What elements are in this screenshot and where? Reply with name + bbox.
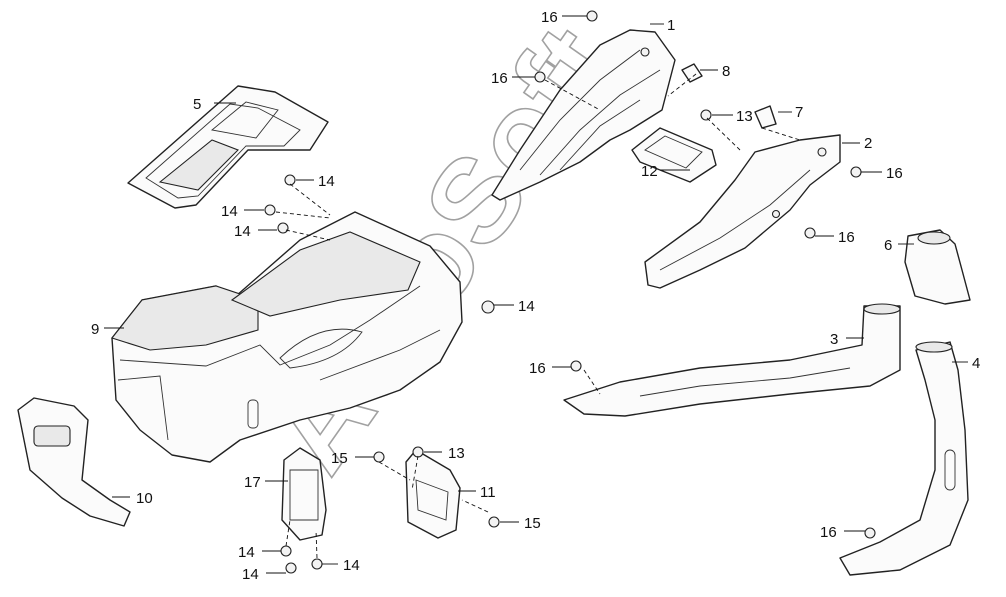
callout-16: 16 xyxy=(838,229,855,246)
callout-13: 13 xyxy=(448,445,465,462)
callout-6: 6 xyxy=(884,237,892,254)
part-17-bracket xyxy=(281,447,327,541)
part-9-console-body xyxy=(111,211,463,463)
callout-1: 1 xyxy=(667,17,675,34)
callouts: 16 1 16 8 5 7 13 2 16 12 14 14 14 16 6 1… xyxy=(91,9,980,583)
callout-9: 9 xyxy=(91,321,99,338)
callout-14: 14 xyxy=(242,566,259,583)
part-3-air-duct xyxy=(563,303,901,417)
part-2-side-panel-lower xyxy=(644,134,841,289)
callout-8: 8 xyxy=(722,63,730,80)
part-11-bracket xyxy=(405,449,461,539)
callout-16: 16 xyxy=(491,70,508,87)
part-10-end-trim xyxy=(17,397,131,527)
callout-2: 2 xyxy=(864,135,872,152)
callout-14: 14 xyxy=(238,544,255,561)
callout-14: 14 xyxy=(343,557,360,574)
callout-16: 16 xyxy=(886,165,903,182)
callout-11: 11 xyxy=(480,484,496,501)
callout-16: 16 xyxy=(541,9,558,26)
callout-12: 12 xyxy=(641,163,658,180)
callout-10: 10 xyxy=(136,490,153,507)
part-7-clip xyxy=(754,105,777,129)
callout-13: 13 xyxy=(736,108,753,125)
part-5-shifter-bezel xyxy=(127,85,329,209)
callout-14: 14 xyxy=(318,173,335,190)
callout-5: 5 xyxy=(193,96,201,113)
part-8-clip xyxy=(681,63,703,83)
callout-15: 15 xyxy=(331,450,348,467)
callout-16: 16 xyxy=(529,360,546,377)
part-6-air-duct xyxy=(904,229,971,305)
part-4-air-duct xyxy=(839,341,969,576)
callout-15: 15 xyxy=(524,515,541,532)
callout-4: 4 xyxy=(972,355,980,372)
part-1-side-panel-upper xyxy=(491,29,676,201)
callout-3: 3 xyxy=(830,331,838,348)
part-12-bracket xyxy=(631,127,717,183)
callout-14: 14 xyxy=(221,203,238,220)
leader-lines xyxy=(104,15,968,574)
callout-14: 14 xyxy=(234,223,251,240)
callout-14: 14 xyxy=(518,298,535,315)
callout-17: 17 xyxy=(244,474,261,491)
assembly-lines xyxy=(275,73,801,559)
callout-16: 16 xyxy=(820,524,837,541)
callout-7: 7 xyxy=(795,104,803,121)
